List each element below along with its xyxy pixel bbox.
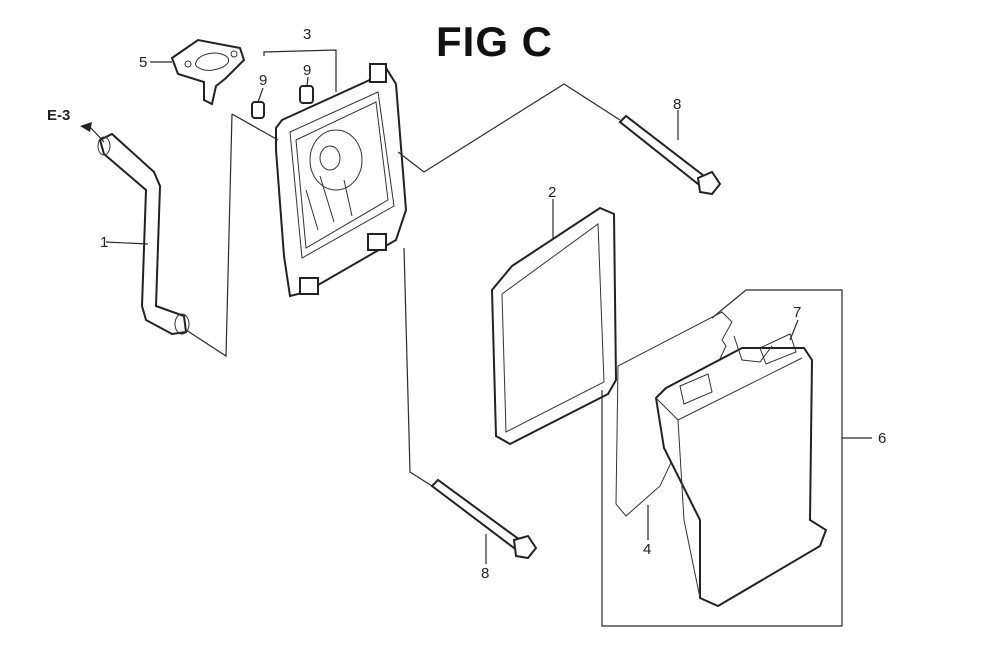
callout-cover-assembly: 6 <box>878 430 887 447</box>
cover-assembly-bracket <box>601 289 843 627</box>
callout-bolt-lower: 8 <box>481 565 490 582</box>
bolt-upper-route <box>423 83 621 173</box>
arrow-e3-icon <box>80 122 92 132</box>
filter-element-part <box>490 206 618 446</box>
air-cleaner-cover-part <box>654 333 828 608</box>
hose-routing-line <box>185 113 233 358</box>
arrow-e3-shaft <box>89 126 105 143</box>
reference-label-e3: E-3 <box>47 107 71 124</box>
callout-bolt-upper: 8 <box>673 96 682 113</box>
leader-case-group <box>263 49 337 92</box>
leader-grommet-right <box>306 76 309 87</box>
grommet-left-part <box>251 101 265 119</box>
bolt-upper-route-case <box>397 151 425 173</box>
callout-case-group: 3 <box>303 26 312 43</box>
bolt-upper-part <box>618 114 722 196</box>
callout-seal: 4 <box>643 541 652 558</box>
bolt-lower-part <box>430 478 538 560</box>
callout-grommet-right: 9 <box>303 62 312 79</box>
leader-cover-latch <box>789 319 799 341</box>
gasket-part <box>170 38 246 106</box>
breather-hose-part <box>97 132 190 336</box>
leader-hose <box>105 241 149 245</box>
figure-title: FIG C <box>436 18 553 65</box>
air-cleaner-case-part <box>275 63 408 298</box>
callout-gasket: 5 <box>139 54 148 71</box>
callout-grommet-left: 9 <box>259 72 268 89</box>
callout-cover-latch: 7 <box>793 304 802 321</box>
callout-element: 2 <box>548 184 557 201</box>
grommet-right-part <box>299 85 314 104</box>
bolt-lower-route <box>403 247 433 487</box>
leader-grommet-left <box>257 87 264 103</box>
callout-hose: 1 <box>100 234 109 251</box>
seal-part <box>615 311 733 517</box>
hose-case-line <box>231 113 279 141</box>
